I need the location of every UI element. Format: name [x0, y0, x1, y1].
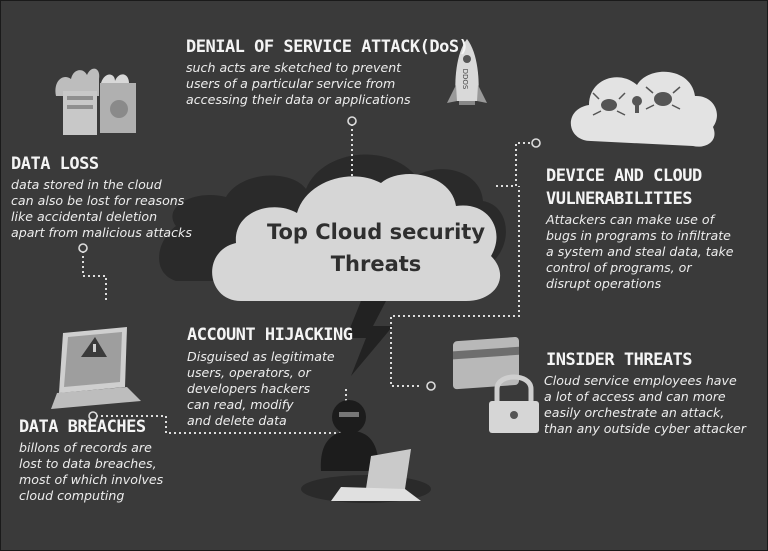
- data-breaches-text: billons of records are lost to data brea…: [19, 440, 164, 503]
- connector-insider: [390, 186, 520, 387]
- lightning-bolt-icon: [346, 301, 393, 376]
- warning-laptop-icon: [51, 327, 141, 409]
- insider-threats-text: Cloud service employees have a lot of ac…: [544, 373, 746, 436]
- hacker-laptop-icon: [301, 400, 431, 503]
- central-cloud-icon: [159, 154, 506, 301]
- credit-card-lock-icon: [453, 337, 539, 433]
- cloud-bugs-icon: [570, 71, 717, 147]
- insider-threats-title: INSIDER THREATS: [546, 350, 693, 370]
- account-hijacking-title: ACCOUNT HIJACKING: [187, 325, 353, 345]
- device-cloud-title-line1: DEVICE AND CLOUD: [546, 166, 702, 186]
- connector-device: [496, 142, 533, 187]
- device-cloud-text: Attackers can make use of bugs in progra…: [546, 212, 734, 291]
- data-loss-text: data stored in the cloud can also be los…: [11, 177, 192, 240]
- account-hijacking-text: Disguised as legitimate users, operators…: [187, 349, 335, 428]
- dos-title: DENIAL OF SERVICE ATTACK(DoS): [186, 37, 469, 57]
- data-breaches-title: DATA BREACHES: [19, 417, 146, 437]
- center-title: Top Cloud security Threats: [266, 220, 486, 276]
- burning-files-icon: [55, 68, 136, 135]
- ddos-label: DDOS: [461, 69, 469, 90]
- main-cloud: [212, 174, 501, 301]
- ddos-rocket-icon: DDOS: [447, 39, 487, 105]
- data-loss-title: DATA LOSS: [11, 154, 99, 174]
- connector-nodes: [78, 116, 541, 421]
- dos-text: such acts are sketched to prevent users …: [186, 60, 411, 107]
- device-cloud-title-line2: VULNERABILITIES: [546, 189, 693, 209]
- connector-dataloss: [82, 251, 107, 301]
